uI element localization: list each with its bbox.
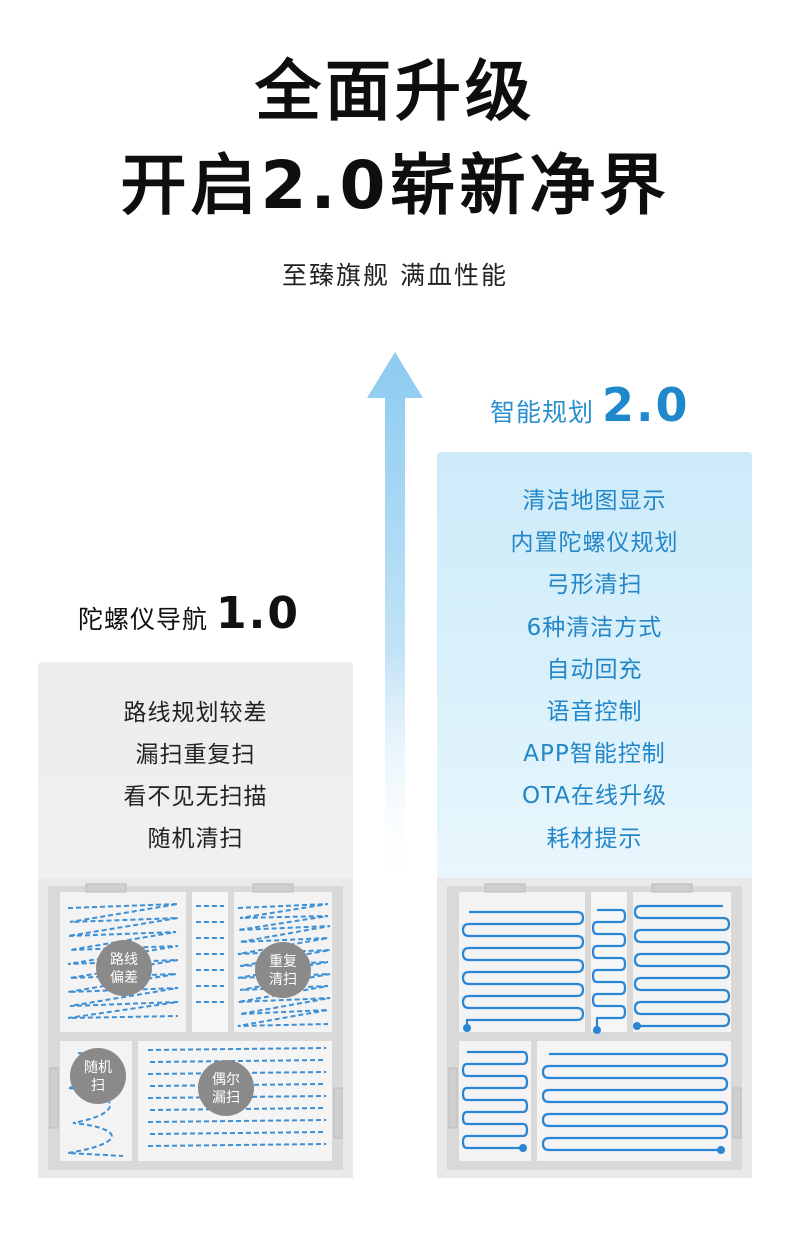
headline-line2: 开启2.0崭新净界 [120,147,670,224]
headline-line1: 全面升级 [255,53,535,130]
old-version-number: 1.0 [216,588,300,639]
list-item: APP智能控制 [523,741,666,768]
old-version-title: 陀螺仪导航 1.0 [78,588,300,639]
list-item: OTA在线升级 [521,783,668,810]
list-item: 路线规划较差 [123,700,268,726]
list-item: 漏扫重复扫 [135,742,256,768]
badge-text: 扫 [91,1078,105,1094]
list-item: 自动回充 [546,656,643,683]
badge-route-deviation: 路线 偏差 [96,940,152,996]
old-version-label: 陀螺仪导航 [78,605,209,634]
new-feature-list: 清洁地图显示 内置陀螺仪规划 弓形清扫 6种清洁方式 自动回充 语音控制 APP… [437,480,752,860]
badge-text: 路线 [110,952,138,968]
badge-repeat-clean: 重复 清扫 [255,942,311,998]
upgrade-arrow-icon [367,352,423,897]
new-version-number: 2.0 [602,378,690,432]
new-version-panel: 清洁地图显示 内置陀螺仪规划 弓形清扫 6种清洁方式 自动回充 语音控制 APP… [437,452,752,887]
list-item: 清洁地图显示 [522,488,667,514]
old-feature-list: 路线规划较差 漏扫重复扫 看不见无扫描 随机清扫 [38,692,353,860]
badge-text: 漏扫 [212,1090,240,1106]
new-version-title: 智能规划 2.0 [490,378,690,432]
list-item: 语音控制 [546,699,643,726]
list-item: 内置陀螺仪规划 [510,530,679,557]
new-version-label: 智能规划 [490,398,595,427]
old-version-panel: 路线规划较差 漏扫重复扫 看不见无扫描 随机清扫 [38,662,353,887]
badge-text: 偏差 [110,970,138,986]
old-floorplan: 路线 偏差 重复 清扫 随机 扫 偶尔 漏扫 [38,878,353,1178]
list-item: 耗材提示 [546,825,643,852]
list-item: 看不见无扫描 [123,784,268,810]
badge-text: 重复 [269,953,297,970]
list-item: 随机清扫 [147,826,244,852]
badge-text: 清扫 [269,972,297,988]
badge-random-clean: 随机 扫 [70,1048,126,1104]
list-item: 6种清洁方式 [526,614,663,641]
new-floorplan [437,878,752,1178]
badge-text: 随机 [84,1060,112,1076]
subtitle: 至臻旗舰 满血性能 [282,261,508,290]
list-item: 弓形清扫 [546,572,643,599]
badge-missed-spots: 偶尔 漏扫 [198,1060,254,1116]
badge-text: 偶尔 [212,1072,240,1088]
